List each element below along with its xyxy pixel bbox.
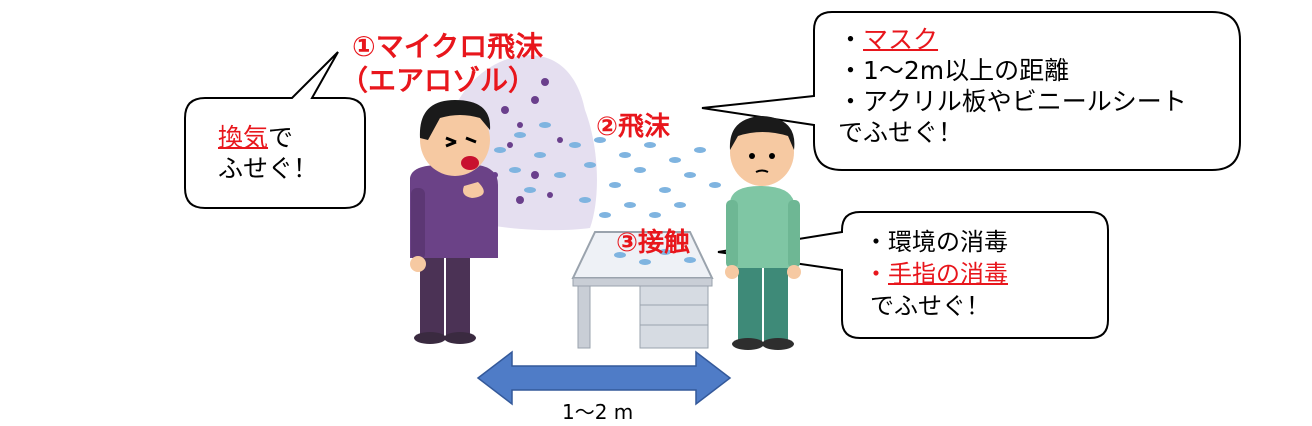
distance-item: ・1～2m以上の距離 bbox=[838, 55, 1187, 86]
micro-droplet-label: ①マイクロ飛沫 （エアロゾル） bbox=[352, 30, 543, 98]
mask-closing: でふせぐ！ bbox=[838, 117, 1187, 148]
droplet-label: ②飛沫 bbox=[596, 106, 670, 143]
standing-person bbox=[725, 116, 801, 350]
hand-disinfection-item: 手指の消毒 bbox=[888, 260, 1008, 288]
micro-droplet-title: ①マイクロ飛沫 bbox=[352, 30, 543, 64]
coughing-person bbox=[410, 100, 498, 344]
mask-bullet: ・ bbox=[838, 25, 863, 54]
ventilation-line2: ふせぐ！ bbox=[218, 153, 318, 184]
environment-disinfection-item: ・環境の消毒 bbox=[864, 226, 1008, 258]
mask-bubble-text: ・マスク ・1～2m以上の距離 ・アクリル板やビニールシート でふせぐ！ bbox=[838, 24, 1187, 148]
disinfection-bubble-text: ・環境の消毒 ・手指の消毒 でふせぐ！ bbox=[864, 226, 1008, 322]
acrylic-item: ・アクリル板やビニールシート bbox=[838, 86, 1187, 117]
ventilation-line1-rest: で bbox=[268, 123, 293, 152]
disinfection-closing: でふせぐ！ bbox=[870, 290, 1008, 322]
ventilation-bubble-text: 換気で ふせぐ！ bbox=[218, 122, 318, 184]
ventilation-highlight: 換気 bbox=[218, 123, 268, 152]
distance-label: 1～2 m bbox=[562, 396, 633, 425]
contact-label: ③接触 bbox=[616, 222, 690, 259]
mask-item: マスク bbox=[863, 25, 938, 54]
aerosol-subtitle: （エアロゾル） bbox=[340, 64, 543, 98]
hand-bullet: ・ bbox=[864, 260, 888, 288]
